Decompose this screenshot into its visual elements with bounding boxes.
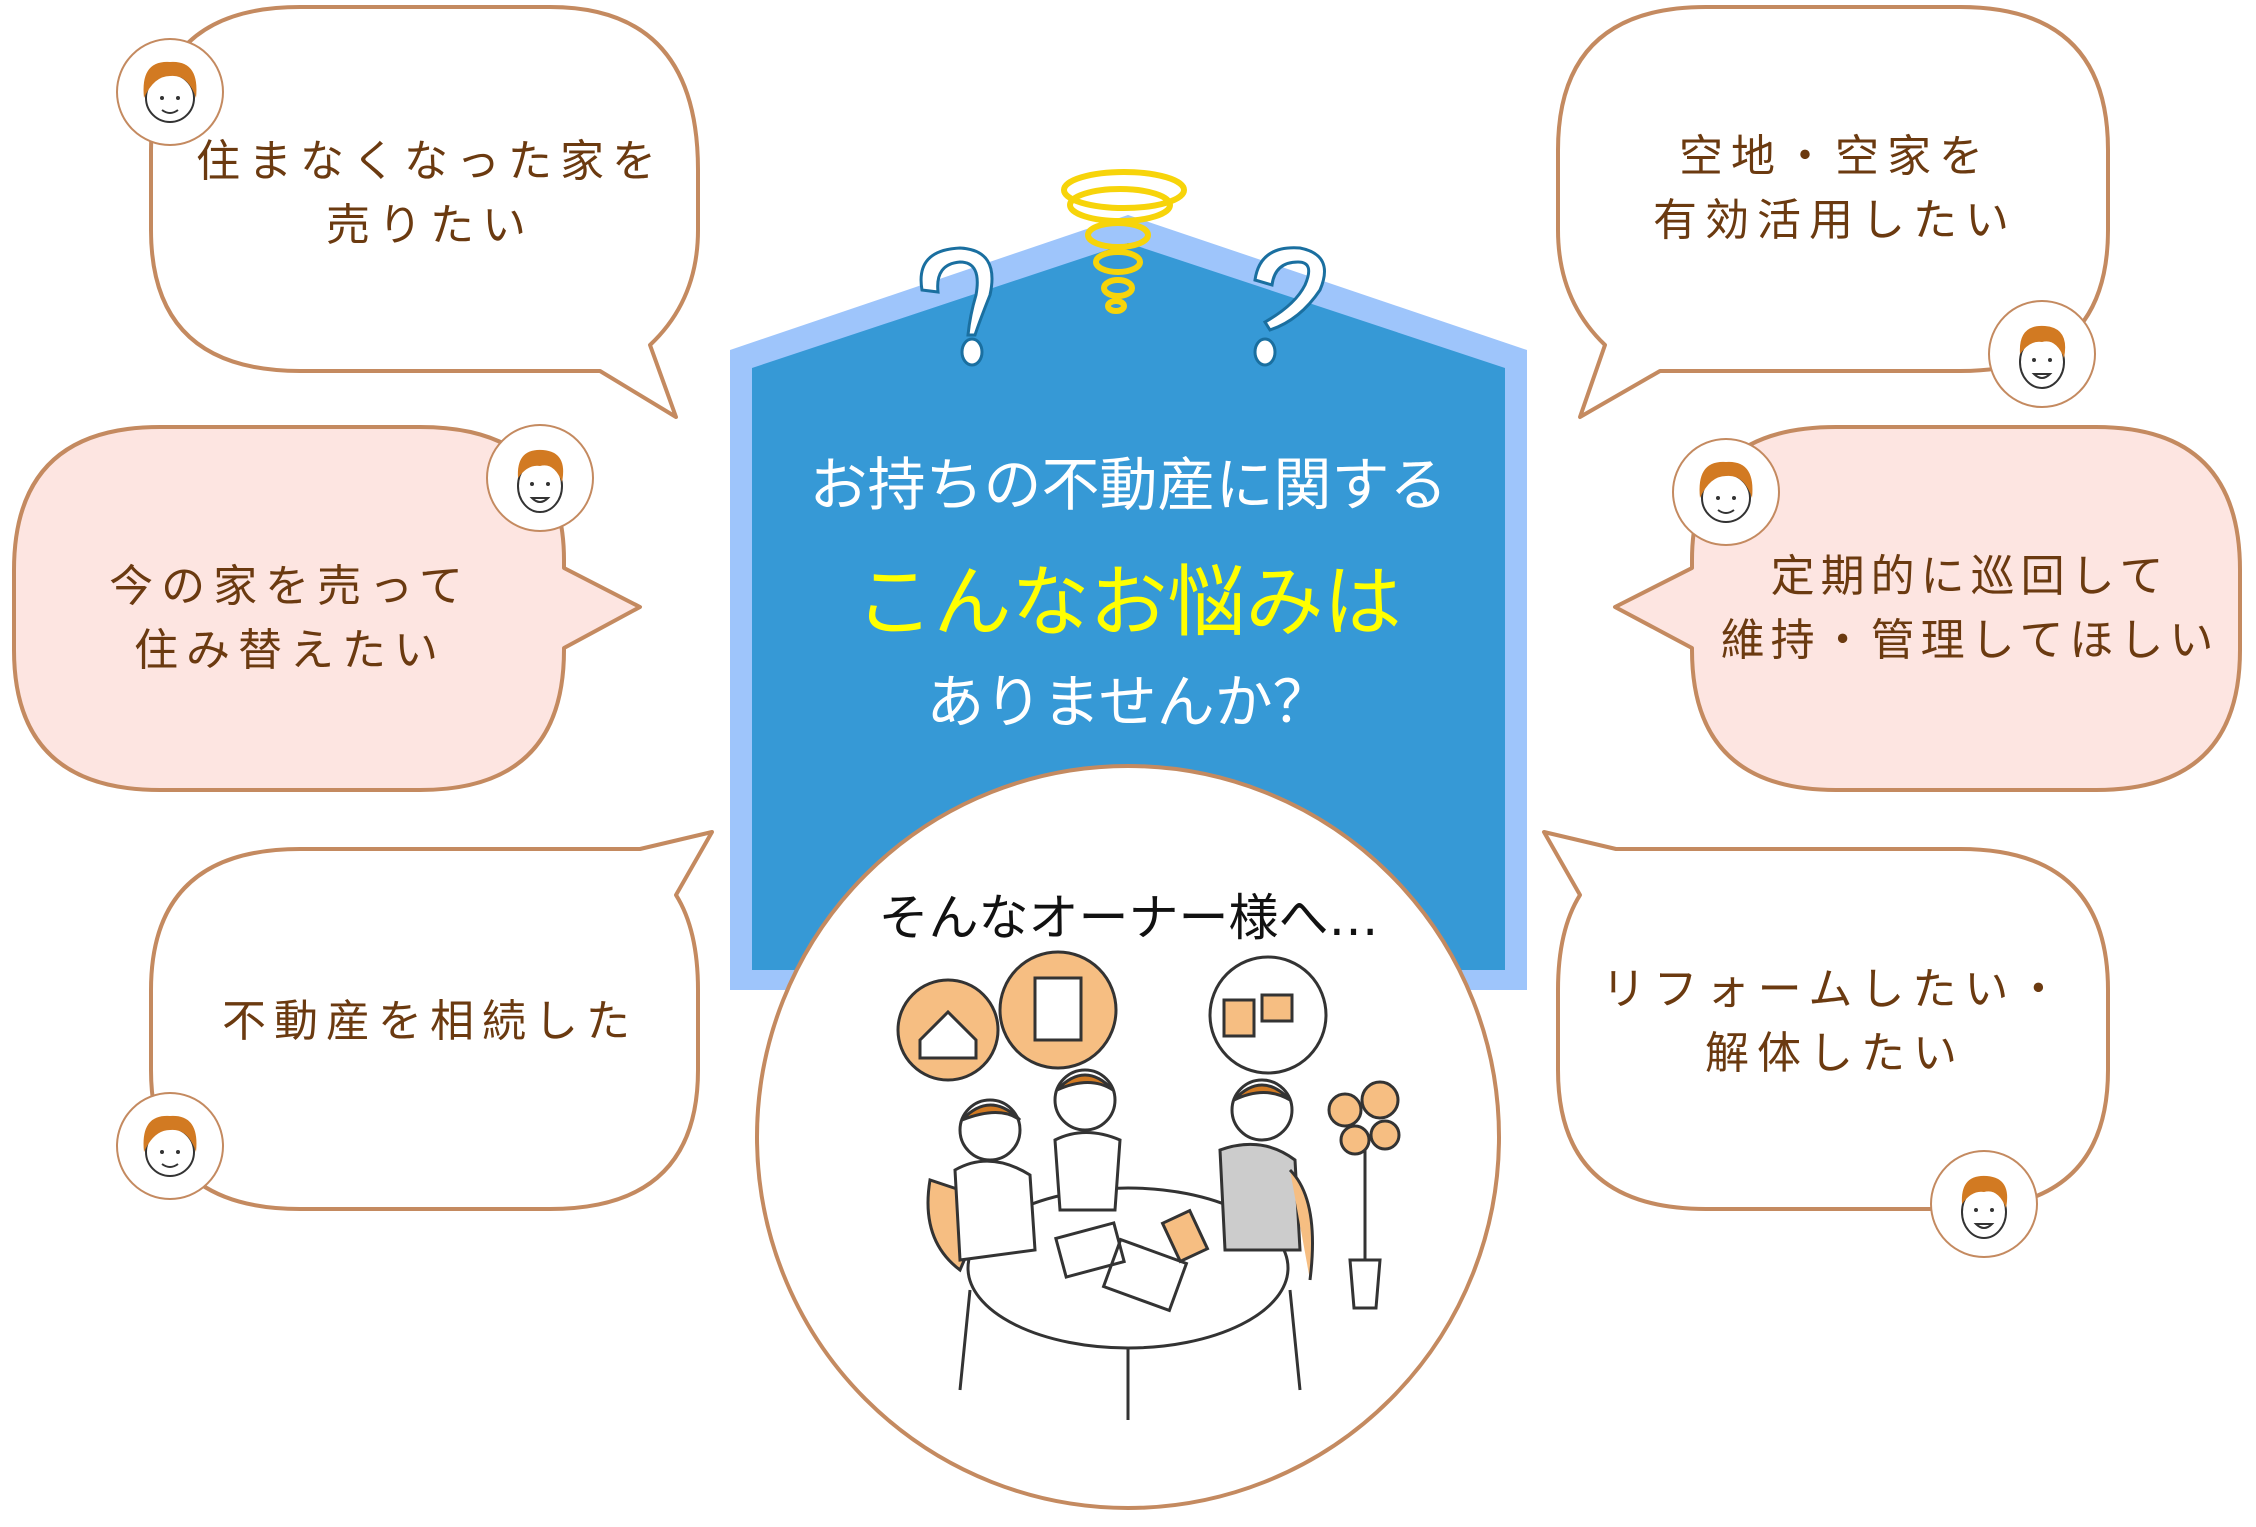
meeting-illustration: [896, 950, 1401, 1420]
bubble-4-text: 空地・空家を有効活用したい: [1580, 125, 2090, 253]
question-mark-icon: [1253, 246, 1326, 367]
bubble-line: 空地・空家を: [1679, 131, 1991, 182]
speech-bubble-3: [149, 830, 714, 1211]
confusion-swirl-icon: [1061, 169, 1187, 314]
bubble-line: 売りたい: [326, 200, 534, 251]
bubble-5-text: 定期的に巡回して維持・管理してほしい: [1700, 545, 2240, 673]
speech-bubble-4: [1556, 5, 2110, 419]
bubble-line: 定期的に巡回して: [1770, 551, 2170, 602]
bubble-1-text: 住まなくなった家を売りたい: [180, 130, 680, 258]
woman-avatar-icon: [1672, 438, 1780, 546]
woman-avatar-icon: [116, 38, 224, 146]
house-heading-line3: ありませんか？: [926, 668, 1331, 736]
man-avatar-icon: [486, 424, 594, 532]
bubble-2-text: 今の家を売って住み替えたい: [40, 555, 540, 683]
bubble-line: 今の家を売って: [109, 561, 471, 612]
house-heading-highlight: こんなお悩みは: [855, 558, 1402, 648]
bubble-3-text: 不動産を相続した: [180, 990, 680, 1054]
bubble-6-text: リフォームしたい・解体したい: [1580, 958, 2090, 1086]
bubble-line: 不動産を相続した: [222, 996, 638, 1047]
man-avatar-icon: [1930, 1150, 2038, 1258]
bubble-line: リフォームしたい・: [1601, 964, 2069, 1015]
circle-caption: そんなオーナー様へ…: [878, 889, 1379, 947]
bubble-line: 有効活用したい: [1653, 195, 2017, 246]
question-mark-icon: [919, 246, 994, 367]
man-avatar-icon: [1988, 300, 2096, 408]
house-heading-line1: お持ちの不動産に関する: [809, 451, 1448, 519]
bubble-line: 住み替えたい: [134, 625, 446, 676]
bubble-line: 住まなくなった家を: [196, 136, 664, 187]
bubble-line: 維持・管理してほしい: [1720, 615, 2220, 666]
woman-avatar-icon: [116, 1092, 224, 1200]
owner-circle: [755, 764, 1501, 1510]
bubble-line: 解体したい: [1705, 1028, 1965, 1079]
house-body: [752, 243, 1505, 970]
